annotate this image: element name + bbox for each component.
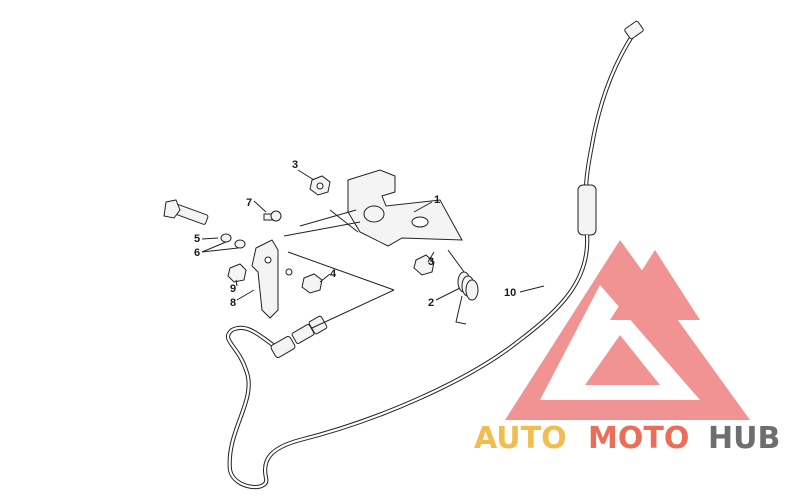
assembly-guide-lines [283, 209, 395, 329]
callout-8: 8 [230, 297, 236, 309]
watermark-moto: MOTO [588, 421, 689, 456]
cable-top-fitting [624, 20, 644, 40]
callout-7: 7 [246, 197, 252, 209]
switch-plate [251, 239, 293, 319]
cable-assembly [225, 20, 644, 490]
callout-2: 2 [428, 297, 434, 309]
pedal-bracket [347, 169, 463, 247]
watermark-logo [505, 240, 750, 420]
callout-10: 10 [504, 287, 516, 299]
logo-small-triangle [585, 335, 660, 385]
callout-1: 1 [434, 194, 440, 206]
nut-nine [227, 263, 247, 283]
callout-4: 4 [330, 268, 337, 280]
screw [263, 210, 282, 222]
cable-sleeve [577, 184, 597, 236]
watermark-hub: HUB [708, 421, 780, 456]
logo-top-triangle [610, 250, 700, 320]
washers [220, 233, 246, 249]
callout-9: 9 [230, 283, 236, 295]
watermark-auto: AUTO [474, 421, 567, 456]
callout-5: 5 [194, 233, 200, 245]
cable-end-fitting [270, 315, 328, 358]
watermark-text: AUTO MOTO HUB [474, 421, 780, 456]
nut-four [301, 273, 323, 294]
callout-6: 6 [194, 247, 200, 259]
spring [447, 249, 479, 325]
callout-3-top: 3 [292, 159, 298, 171]
callout-3-lower: 3 [428, 256, 434, 268]
bolt [163, 199, 209, 225]
leader-lines [201, 169, 545, 301]
callouts: 1 3 7 5 6 9 8 4 3 2 10 [194, 159, 516, 309]
nut-top [309, 175, 331, 196]
